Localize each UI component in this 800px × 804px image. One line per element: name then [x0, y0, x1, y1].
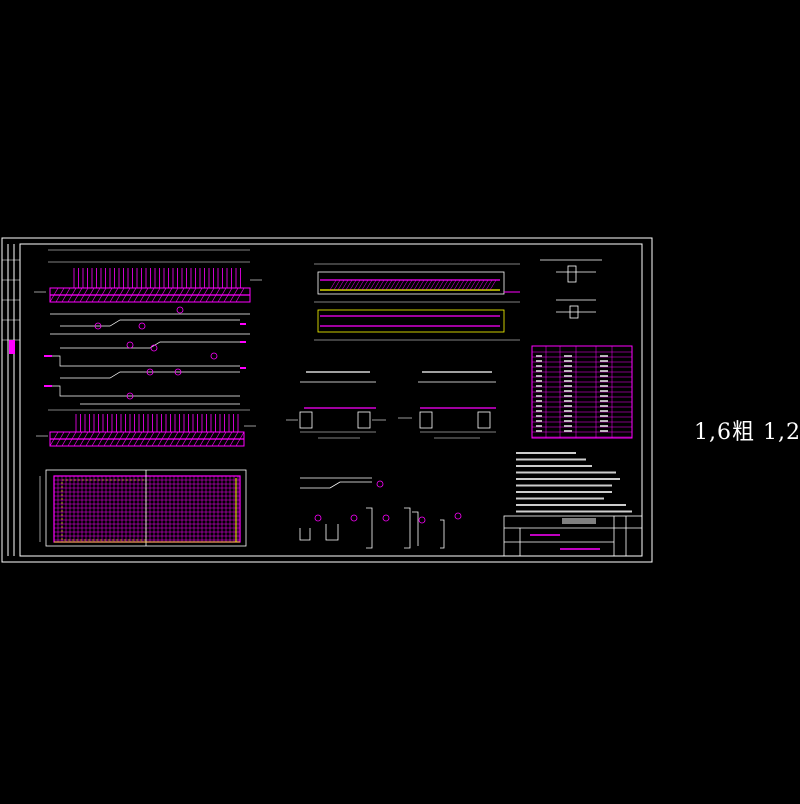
left-binding-strip: [2, 259, 20, 354]
title-block: [503, 515, 643, 557]
slab-elevation-bottom: [36, 409, 256, 447]
side-dimension-marks: [44, 323, 246, 387]
section-long-1: [314, 263, 520, 295]
bar-shape-callouts: [314, 480, 462, 524]
cross-section-left: [286, 371, 386, 439]
section-long-2: [314, 301, 520, 341]
rebar-quantity-table: [531, 345, 633, 439]
cross-section-right: [398, 371, 496, 439]
slab-elevation-top: [34, 249, 262, 303]
bar-shape-details: [299, 477, 445, 549]
design-notes: [516, 452, 632, 513]
bar-callouts: [94, 306, 218, 400]
reinforcement-plan: [39, 469, 247, 547]
drawing-frame: [1, 237, 653, 563]
detail-upper: [540, 259, 602, 319]
annotation-text: 1,6粗 1,2: [694, 420, 800, 445]
